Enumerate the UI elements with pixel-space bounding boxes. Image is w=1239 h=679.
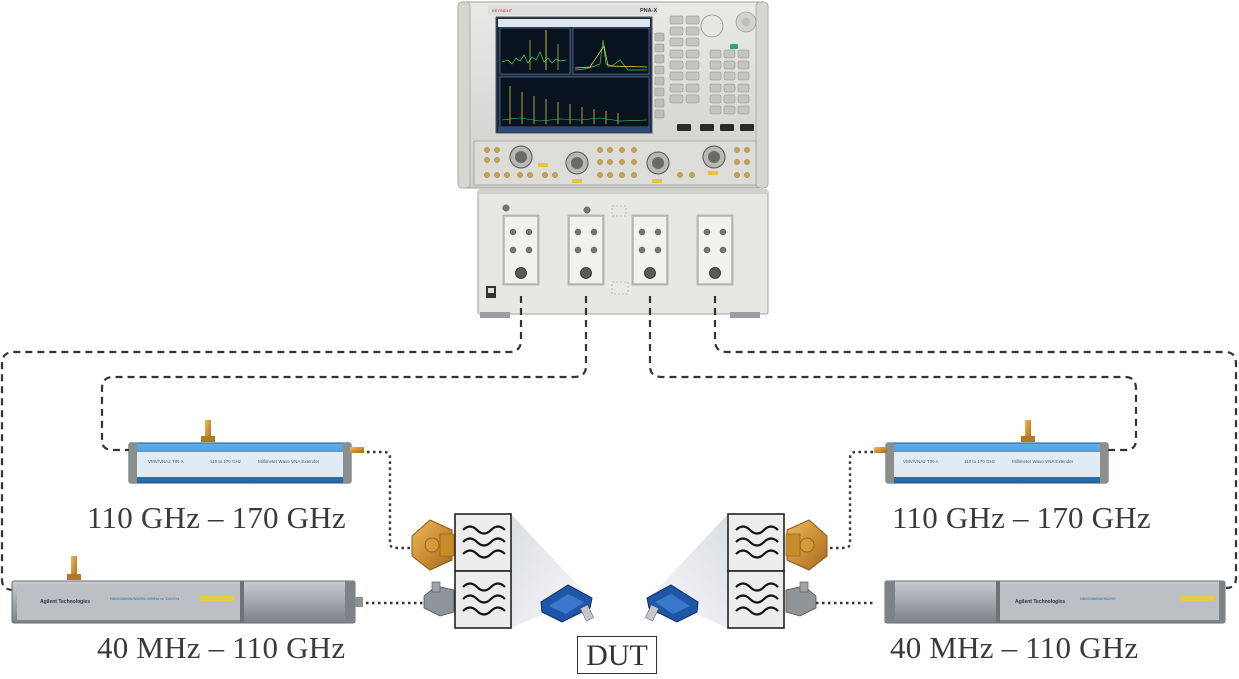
waveguide-adapter-left [411, 519, 455, 571]
freq-label-bottom-right: 40 MHz – 110 GHz [890, 630, 1139, 665]
coax-adapter-left [423, 581, 455, 617]
dut-box: DUT [577, 636, 657, 674]
dotted-links [366, 450, 874, 605]
svg-text:VMV/VNA2 TIR-A: VMV/VNA2 TIR-A [148, 459, 184, 464]
filter-block-left [454, 513, 512, 629]
dashed-cables [0, 296, 1238, 592]
coax-adapter-right [785, 581, 817, 617]
pna-front-ports [484, 145, 750, 183]
svg-text:Agilent Technologies: Agilent Technologies [40, 599, 90, 605]
extender-bottom-right: Agilent Technologies N5262AW06/N5295 [884, 580, 1226, 624]
pna-keypad [669, 11, 757, 131]
pna-x-analyzer: KEYSIGHT PNA-X [457, 1, 769, 189]
freq-label-top-left: 110 GHz – 170 GHz [87, 500, 346, 535]
extender-bottom-left: Agilent Technologies N5262AW06/N5295-40M… [11, 556, 363, 624]
svg-text:110 to 170 GHz: 110 to 170 GHz [964, 459, 996, 464]
probe-head-left [540, 584, 594, 623]
pna-screen [495, 16, 653, 134]
keysight-logo: KEYSIGHT [492, 8, 513, 13]
svg-text:110 to 170 GHz: 110 to 170 GHz [210, 459, 242, 464]
freq-label-top-right: 110 GHz – 170 GHz [892, 500, 1151, 535]
svg-text:VMV/VNA2 TIR-A: VMV/VNA2 TIR-A [903, 459, 939, 464]
svg-text:Agilent Technologies: Agilent Technologies [1015, 599, 1065, 605]
svg-text:N5262AW06/N5295-40MHz to 110GH: N5262AW06/N5295-40MHz to 110GHz [110, 596, 179, 601]
test-set-unit [477, 189, 769, 318]
waveguide-adapter-right [785, 519, 828, 571]
extender-top-left: VMV/VNA2 TIR-A 110 to 170 GHz Millimeter W… [128, 420, 364, 484]
svg-text:N5262AW06/N5295: N5262AW06/N5295 [1080, 596, 1116, 601]
svg-text:Millimeter Wave VNA Extender: Millimeter Wave VNA Extender [258, 459, 320, 464]
svg-text:Millimeter Wave VNA Extender: Millimeter Wave VNA Extender [1012, 459, 1074, 464]
filter-block-right [727, 513, 785, 629]
freq-label-bottom-left: 40 MHz – 110 GHz [97, 630, 346, 665]
probe-head-right [645, 584, 699, 623]
extender-top-right: VMV/VNA2 TIR-A 110 to 170 GHz Millimeter W… [874, 420, 1109, 484]
pna-model-label: PNA-X [640, 8, 657, 14]
